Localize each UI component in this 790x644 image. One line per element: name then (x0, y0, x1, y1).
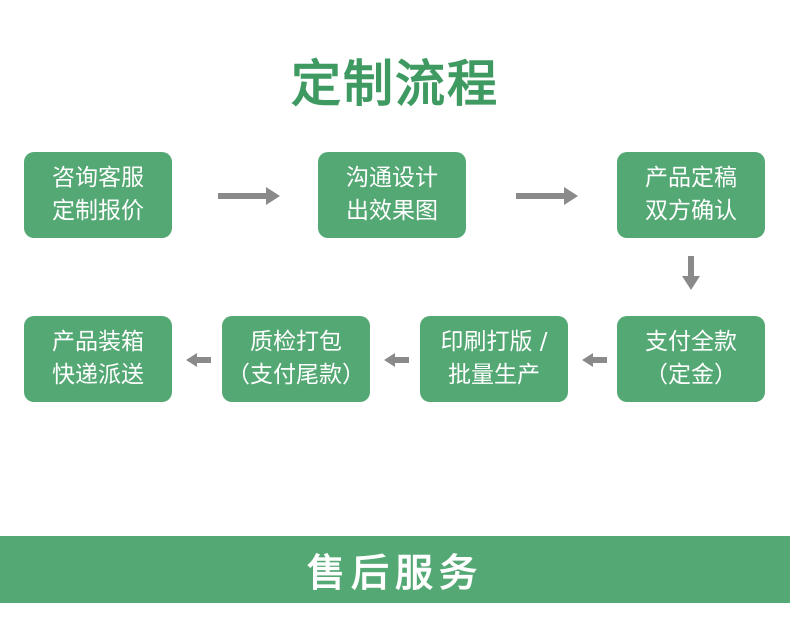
step-line: 快递派送 (52, 362, 144, 388)
step-line: 产品装箱 (52, 329, 144, 355)
arrow-left-icon (582, 353, 607, 367)
step-qc-packing: 质检打包 （支付尾款） (222, 316, 370, 402)
step-boxing-delivery: 产品装箱 快递派送 (24, 316, 172, 402)
step-print-production: 印刷打版 / 批量生产 (420, 316, 568, 402)
step-consult-quote: 咨询客服 定制报价 (24, 152, 172, 238)
step-line: 产品定稿 (645, 165, 737, 191)
arrow-left-icon (186, 353, 211, 367)
step-full-payment: 支付全款 （定金） (617, 316, 765, 402)
step-line: 印刷打版 / (440, 329, 548, 355)
arrow-right-icon (218, 187, 280, 205)
step-design-mockup: 沟通设计 出效果图 (318, 152, 466, 238)
step-line: 咨询客服 (52, 165, 144, 191)
page-title: 定制流程 (291, 55, 499, 113)
step-line: 定制报价 (52, 198, 144, 224)
arrow-right-icon (516, 187, 578, 205)
step-line: （支付尾款） (227, 362, 365, 388)
arrow-left-icon (384, 353, 409, 367)
step-line: 出效果图 (346, 198, 438, 224)
step-line: 沟通设计 (346, 165, 438, 191)
step-line: 批量生产 (448, 362, 540, 388)
step-line: 双方确认 (645, 198, 737, 224)
step-line: 质检打包 (250, 329, 342, 355)
arrow-down-icon (682, 256, 700, 290)
after-sales-banner: 售后服务 (0, 536, 790, 603)
step-finalize-confirm: 产品定稿 双方确认 (617, 152, 765, 238)
step-line: （定金） (645, 362, 737, 388)
step-line: 支付全款 (645, 329, 737, 355)
